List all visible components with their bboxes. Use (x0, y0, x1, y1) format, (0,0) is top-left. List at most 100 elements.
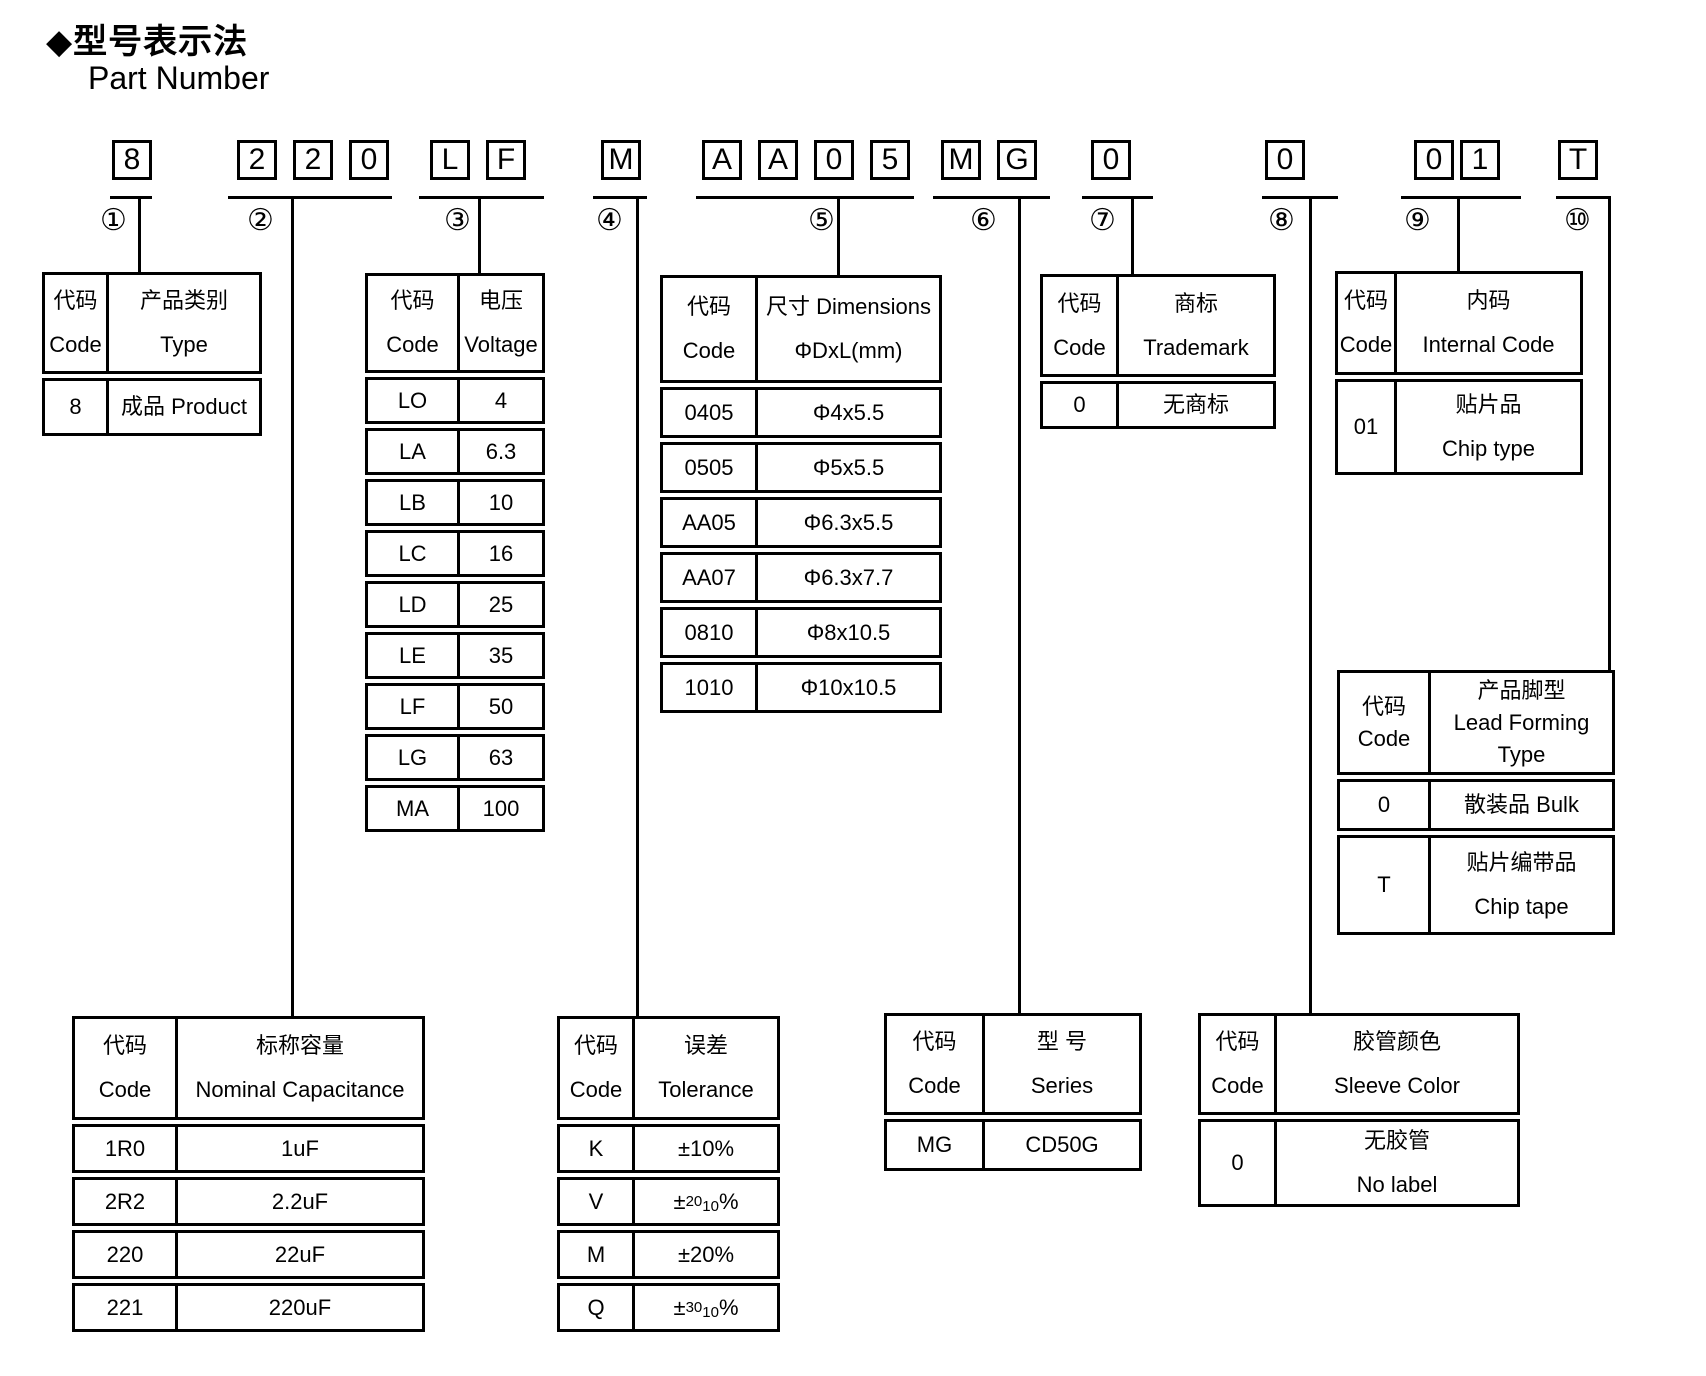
column-header: 代码 Code (660, 275, 758, 383)
table-cell: 散装品 Bulk (1428, 779, 1615, 831)
group-underline (1556, 196, 1608, 199)
part-char-box: A (702, 140, 742, 180)
table-cell: Φ5x5.5 (755, 442, 942, 493)
part-number-group-7: 0 (1091, 140, 1131, 180)
part-char-box: 0 (349, 140, 389, 180)
column-header: 尺寸 Dimensions ΦDxL(mm) (755, 275, 942, 383)
table-row: K±10% (557, 1124, 780, 1173)
part-number-group-4: M (601, 140, 641, 180)
table-cell: 无胶管 No label (1274, 1119, 1520, 1207)
table-cell: 10 (457, 479, 545, 526)
column-header: 代码 Code (365, 273, 460, 373)
table-cell: Q (557, 1283, 635, 1332)
part-char-box: 1 (1460, 140, 1500, 180)
table-cell: Φ6.3x5.5 (755, 497, 942, 548)
column-header: 代码 Code (884, 1013, 985, 1115)
table-cell: MA (365, 785, 460, 832)
table-cell: 0810 (660, 607, 758, 658)
part-char-box: F (486, 140, 526, 180)
group-underline (696, 196, 914, 199)
table-cell: 50 (457, 683, 545, 730)
page-title-english: Part Number (88, 60, 270, 96)
connector-line-7 (1131, 196, 1134, 274)
part-char-box: 2 (237, 140, 277, 180)
part-char-box: 8 (112, 140, 152, 180)
circled-number-2: ② (247, 204, 274, 237)
table-cell: Φ8x10.5 (755, 607, 942, 658)
part-char-box: 0 (814, 140, 854, 180)
column-header: 内码 Internal Code (1394, 271, 1583, 375)
part-char-box: 2 (293, 140, 333, 180)
connector-line-6 (1018, 196, 1021, 1013)
connector-line-3 (478, 196, 481, 273)
column-header: 代码 Code (1040, 274, 1119, 377)
table-cell: 2.2uF (175, 1177, 425, 1226)
column-header: 产品类别 Type (106, 272, 262, 374)
part-char-box: 0 (1091, 140, 1131, 180)
part-char-box: T (1558, 140, 1598, 180)
circled-number-5: ⑤ (808, 204, 835, 237)
column-header: 代码 Code (1198, 1013, 1277, 1115)
part-char-box: 5 (870, 140, 910, 180)
table-cell: AA05 (660, 497, 758, 548)
group-underline (593, 196, 647, 199)
table-cell: LO (365, 377, 460, 424)
circled-number-6: ⑥ (970, 204, 997, 237)
connector-line-1 (138, 196, 141, 272)
column-header: 产品脚型 Lead Forming Type (1428, 670, 1615, 775)
part-char-box: L (430, 140, 470, 180)
table-cell: CD50G (982, 1119, 1142, 1171)
table-cell: 8 (42, 378, 109, 436)
column-header: 胶管颜色 Sleeve Color (1274, 1013, 1520, 1115)
table-cell: T (1337, 835, 1431, 935)
table-cell: 4 (457, 377, 545, 424)
page-title-chinese: ◆型号表示法 (46, 23, 249, 61)
table-cell: 2R2 (72, 1177, 178, 1226)
connector-line-2 (291, 196, 294, 1016)
table-cell: Φ10x10.5 (755, 662, 942, 713)
table-cell: V (557, 1177, 635, 1226)
table-cell: Φ4x5.5 (755, 387, 942, 438)
part-char-box: G (997, 140, 1037, 180)
table-cell: MG (884, 1119, 985, 1171)
table-cell: 22uF (175, 1230, 425, 1279)
circled-number-4: ④ (596, 204, 623, 237)
table-cell: 100 (457, 785, 545, 832)
connector-line-8 (1309, 196, 1312, 1013)
table-cell: ±10% (632, 1124, 780, 1173)
table-cell: 0 (1337, 779, 1431, 831)
